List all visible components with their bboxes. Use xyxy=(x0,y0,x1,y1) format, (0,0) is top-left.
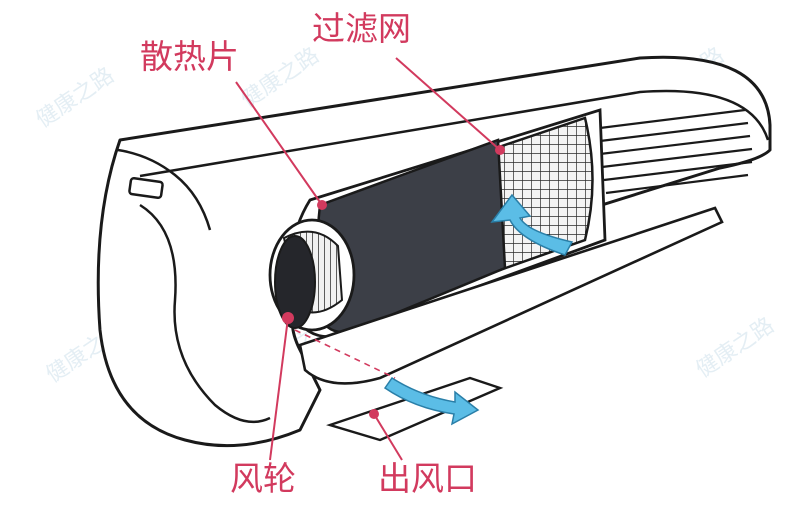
outlet-louver xyxy=(298,206,724,385)
leader-dot-filter xyxy=(495,145,505,155)
airflow-outlet-arrow-icon xyxy=(383,376,480,426)
end-cap-curve xyxy=(117,148,212,231)
leader-outlet xyxy=(373,413,403,461)
label-fan-wheel: 风轮 xyxy=(230,459,296,498)
leader-heatsink xyxy=(235,81,323,206)
side-button xyxy=(128,176,164,200)
airflow-intake-arrow-icon xyxy=(490,193,574,256)
leader-lines xyxy=(235,57,501,461)
side-vent-slats xyxy=(599,108,753,195)
leader-filter xyxy=(395,57,501,151)
leader-fan xyxy=(269,317,289,461)
end-cap-seam xyxy=(139,203,271,424)
top-ridge xyxy=(139,89,770,178)
outlet-dashed-guide xyxy=(294,329,396,379)
label-filter: 过滤网 xyxy=(312,9,411,48)
fan-wheel-hub xyxy=(274,235,316,329)
label-air-outlet: 出风口 xyxy=(378,459,477,498)
label-heatsink: 散热片 xyxy=(140,37,239,76)
leader-dot-fan xyxy=(282,312,294,324)
leader-dot-outlet xyxy=(369,409,379,419)
leader-dot-heatsink xyxy=(317,200,327,210)
